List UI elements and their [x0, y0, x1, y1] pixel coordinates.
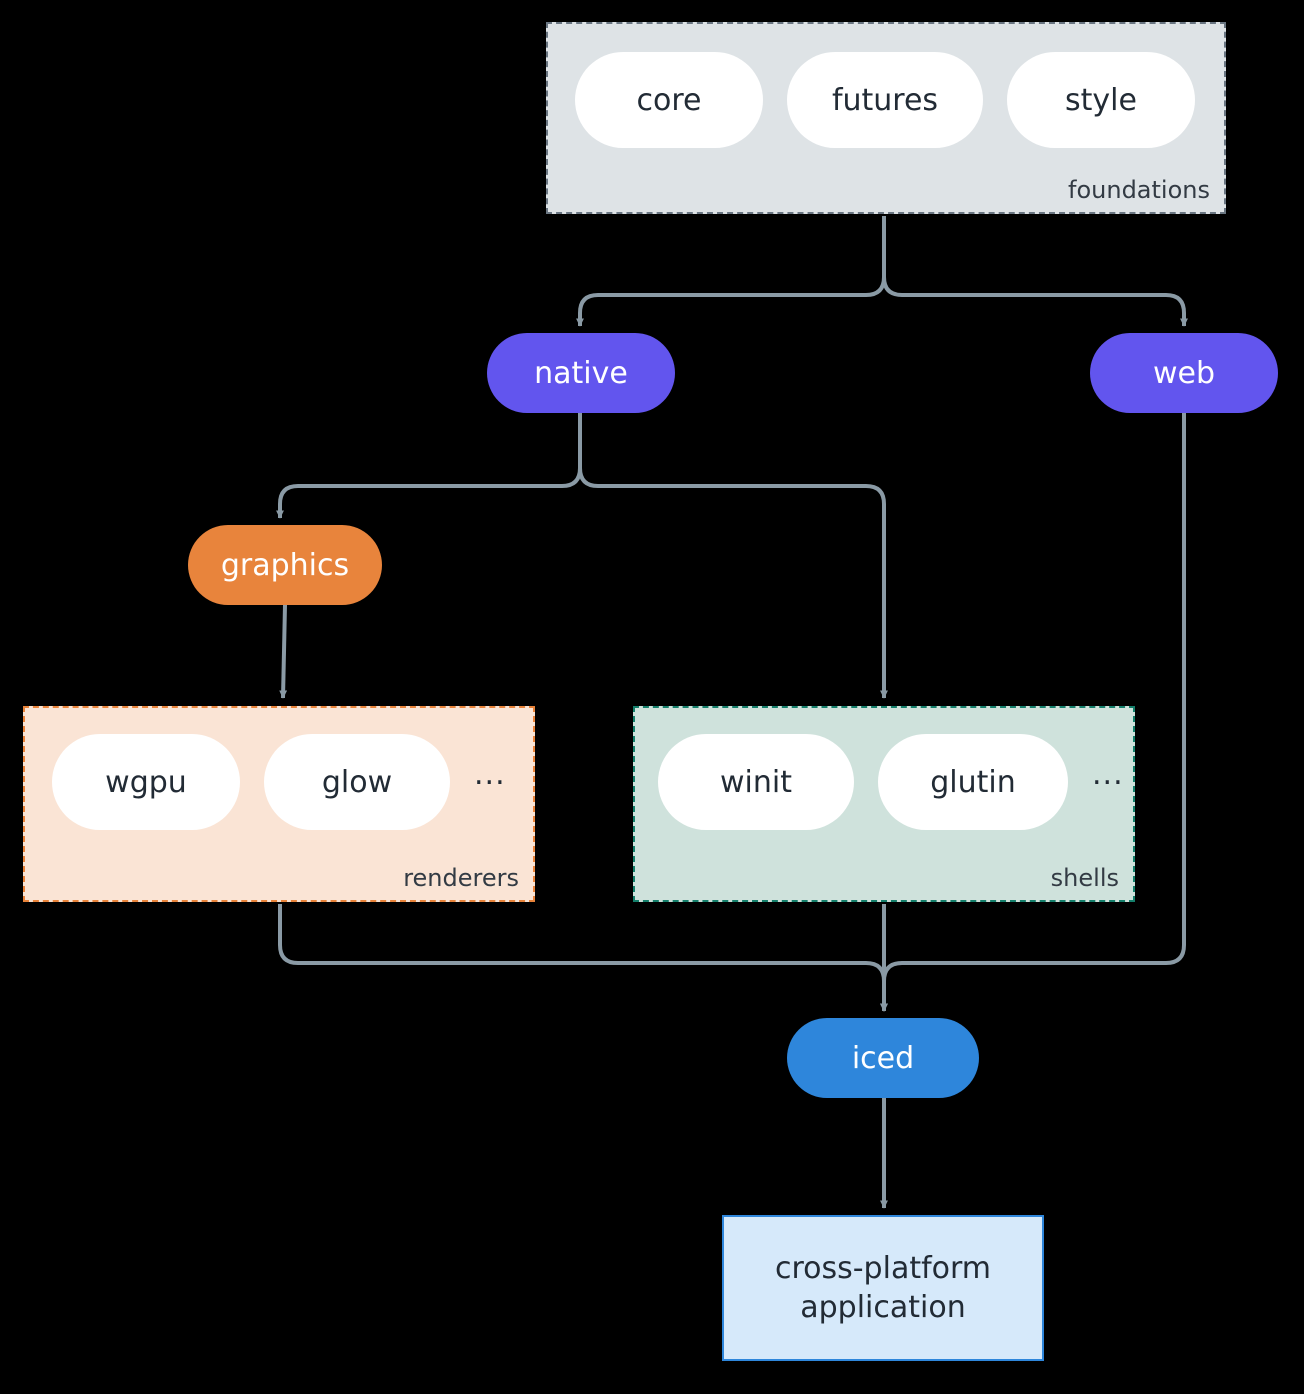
node-style[interactable]: style	[1007, 52, 1195, 148]
node-native[interactable]: native	[487, 333, 675, 413]
node-graphics-label: graphics	[220, 547, 350, 583]
node-wgpu-label: wgpu	[105, 764, 187, 800]
edge-renderers-iced	[278, 904, 888, 1012]
node-futures-label: futures	[831, 82, 939, 118]
cluster-renderers: wgpu glow ... renderers	[23, 706, 535, 902]
cluster-foundations-label: foundations	[1068, 176, 1210, 204]
edge-native-shells	[578, 413, 888, 699]
cluster-foundations-items: core futures style	[575, 52, 1195, 148]
node-web-label: web	[1152, 355, 1216, 391]
node-glow-label: glow	[321, 764, 393, 800]
node-glow[interactable]: glow	[264, 734, 450, 830]
node-wgpu[interactable]: wgpu	[52, 734, 240, 830]
edge-native-graphics	[276, 413, 582, 519]
node-core-label: core	[636, 82, 702, 118]
node-glutin[interactable]: glutin	[878, 734, 1068, 830]
application-label-line1: cross-platform	[774, 1251, 992, 1286]
node-iced[interactable]: iced	[787, 1018, 979, 1098]
edge-foundations-web	[882, 216, 1188, 327]
cluster-shells-label: shells	[1050, 864, 1119, 892]
edge-foundations-native	[576, 216, 886, 327]
edge-graphics-renderers	[279, 604, 288, 699]
node-style-label: style	[1065, 82, 1137, 118]
cluster-shells: winit glutin ... shells	[633, 706, 1135, 902]
node-futures[interactable]: futures	[787, 52, 983, 148]
node-core[interactable]: core	[575, 52, 763, 148]
application-label-line2: application	[800, 1290, 966, 1325]
cluster-foundations: core futures style foundations	[546, 22, 1226, 214]
renderers-ellipsis: ...	[474, 757, 506, 792]
node-iced-label: iced	[851, 1040, 915, 1076]
node-winit-label: winit	[720, 764, 792, 800]
shells-ellipsis: ...	[1092, 757, 1124, 792]
cluster-shells-items: winit glutin ...	[658, 734, 1124, 830]
node-graphics[interactable]: graphics	[188, 525, 382, 605]
node-winit[interactable]: winit	[658, 734, 854, 830]
node-native-label: native	[534, 355, 628, 391]
node-cross-platform-application[interactable]: cross-platform application	[722, 1215, 1044, 1361]
node-web[interactable]: web	[1090, 333, 1278, 413]
cluster-renderers-items: wgpu glow ...	[52, 734, 506, 830]
node-glutin-label: glutin	[930, 764, 1016, 800]
cluster-renderers-label: renderers	[403, 864, 519, 892]
